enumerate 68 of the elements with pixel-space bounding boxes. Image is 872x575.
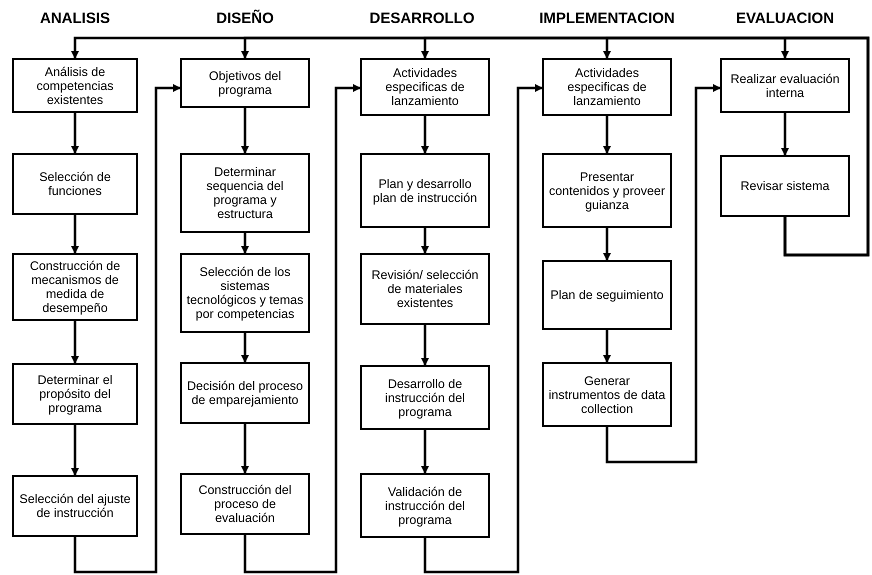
process-box xyxy=(360,473,490,538)
process-box xyxy=(720,58,850,113)
arrow xyxy=(421,228,429,254)
step-text: Presentar contenidos y proveer guianza xyxy=(548,170,666,212)
step-text: Decisión del proceso de emparejamiento xyxy=(186,379,304,407)
step-text: Desarrollo de instrucción del programa xyxy=(384,376,466,418)
arrow xyxy=(606,84,721,464)
arrow xyxy=(74,84,181,574)
phase-heading: EVALUACION xyxy=(736,10,834,27)
phase-heading: IMPLEMENTACION xyxy=(539,10,675,27)
phase-heading: DISEÑO xyxy=(216,10,274,27)
process-box xyxy=(720,155,850,217)
arrow xyxy=(71,215,79,254)
step-text: Determinar el propósito del programa xyxy=(36,373,114,415)
step-text: Construcción de mecanismos de medida de desempeño xyxy=(28,259,122,315)
arrow xyxy=(71,321,79,364)
step-text: Revisión/ selección de materiales existentes xyxy=(370,268,480,310)
step-text: Actividades especificas de lanzamiento xyxy=(566,66,648,108)
step-text: Determinar sequencia del programa y estructura xyxy=(205,165,285,221)
process-box xyxy=(542,58,672,116)
process-box xyxy=(180,362,310,424)
step-text: Selección del ajuste de instrucción xyxy=(18,492,132,520)
process-box xyxy=(180,473,310,535)
arrow xyxy=(421,116,429,154)
process-box xyxy=(542,362,672,427)
process-box xyxy=(542,153,672,228)
step-text: Plan de seguimiento xyxy=(550,288,664,302)
arrow xyxy=(241,333,249,363)
arrow xyxy=(603,228,611,261)
step-text: Construcción del proceso de evaluación xyxy=(197,483,293,525)
arrow xyxy=(241,233,249,254)
process-box xyxy=(12,253,138,321)
arrow xyxy=(781,113,789,156)
step-text: Selección de funciones xyxy=(38,170,112,198)
step-text: Selección de los sistemas tecnológicos y temas por competencias xyxy=(186,265,304,321)
arrow xyxy=(71,113,79,154)
arrow xyxy=(603,116,611,154)
arrow xyxy=(421,430,429,474)
arrow xyxy=(71,425,79,476)
phase-heading: DESARROLLO xyxy=(370,10,474,27)
process-box xyxy=(12,58,138,113)
process-box xyxy=(12,363,138,425)
step-text: Análisis de competencias existentes xyxy=(35,64,115,106)
arrow xyxy=(244,84,361,574)
step-text: Validación de instrucción del programa xyxy=(384,484,466,526)
arrow xyxy=(424,84,543,574)
step-text: Objetivos del programa xyxy=(208,69,282,97)
process-box xyxy=(12,153,138,215)
arrow xyxy=(421,325,429,366)
arrow xyxy=(241,424,249,474)
arrow xyxy=(781,36,870,256)
step-text: Revisar sistema xyxy=(740,179,830,193)
process-box xyxy=(12,475,138,537)
process-box xyxy=(360,365,490,430)
process-box xyxy=(360,253,490,325)
phase-heading: ANALISIS xyxy=(40,10,110,27)
process-box xyxy=(180,58,310,108)
process-box xyxy=(360,58,490,116)
process-box xyxy=(180,153,310,233)
step-text: Plan y desarrollo plan de instrucción xyxy=(372,176,478,204)
process-box xyxy=(180,253,310,333)
step-text: Generar instrumentos de data collection xyxy=(548,374,666,416)
process-box xyxy=(360,153,490,228)
step-text: Actividades especificas de lanzamiento xyxy=(384,66,466,108)
process-box xyxy=(542,260,672,330)
step-text: Realizar evaluación interna xyxy=(729,72,841,100)
arrow xyxy=(241,108,249,154)
arrow xyxy=(603,330,611,363)
